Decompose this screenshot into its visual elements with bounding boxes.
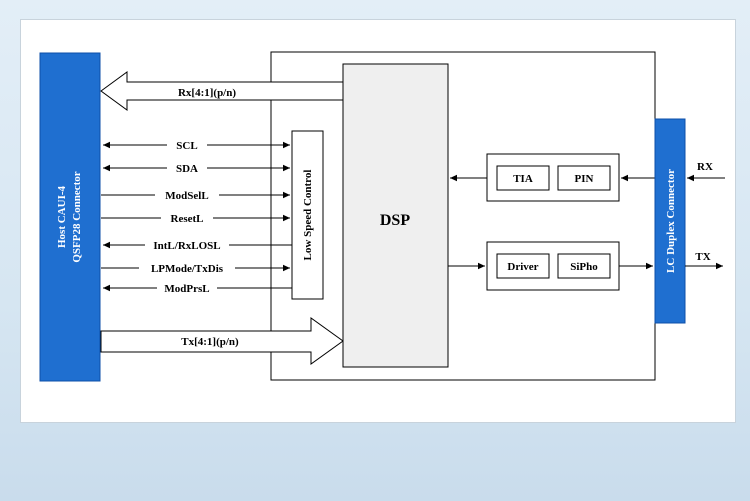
pin-label: PIN	[575, 173, 594, 185]
rx-bus-label: Rx[4:1](p/n)	[178, 87, 236, 99]
lc-duplex-connector	[654, 118, 686, 324]
tia-label: TIA	[513, 173, 533, 185]
tx-bus-label: Tx[4:1](p/n)	[181, 336, 239, 348]
host-connector-label-line2: QSFP28 Connector	[71, 171, 83, 262]
signal-label-sda: SDA	[176, 163, 198, 175]
lc-duplex-connector-label: LC Duplex Connector	[665, 169, 677, 273]
signal-label-resetl: ResetL	[171, 213, 204, 225]
rx-fiber-label: RX	[697, 161, 713, 173]
signal-label-modsell: ModSelL	[165, 190, 208, 202]
sipho-block	[557, 253, 611, 279]
diagram-card: Host CAUI-4 QSFP28 Connector Rx[4:1](p/n…	[20, 19, 736, 423]
dsp-block	[342, 63, 449, 368]
low-speed-control-label: Low Speed Control	[302, 170, 314, 261]
tx-bus-arrow	[100, 317, 344, 365]
signal-label-modprsl: ModPrsL	[164, 283, 209, 295]
low-speed-control-block	[291, 130, 324, 300]
pin-block	[557, 165, 611, 191]
signal-label-lpmode-txdis: LPMode/TxDis	[151, 263, 224, 275]
sipho-label: SiPho	[570, 261, 598, 273]
block-diagram: Host CAUI-4 QSFP28 Connector Rx[4:1](p/n…	[39, 51, 725, 382]
host-connector-label-line1: Host CAUI-4	[56, 185, 68, 248]
signal-label-intl-rxlosl: IntL/RxLOSL	[153, 240, 220, 252]
module-outline	[270, 51, 656, 381]
host-connector	[39, 52, 101, 382]
signal-label-scl: SCL	[176, 140, 197, 152]
dsp-label: DSP	[380, 212, 410, 229]
driver-block	[496, 253, 550, 279]
driver-label: Driver	[507, 261, 538, 273]
tia-block	[496, 165, 550, 191]
tx-fiber-label: TX	[695, 251, 710, 263]
signal-labels: SCL SDA ModSelL ResetL IntL/RxLOSL LPMod…	[139, 138, 235, 295]
